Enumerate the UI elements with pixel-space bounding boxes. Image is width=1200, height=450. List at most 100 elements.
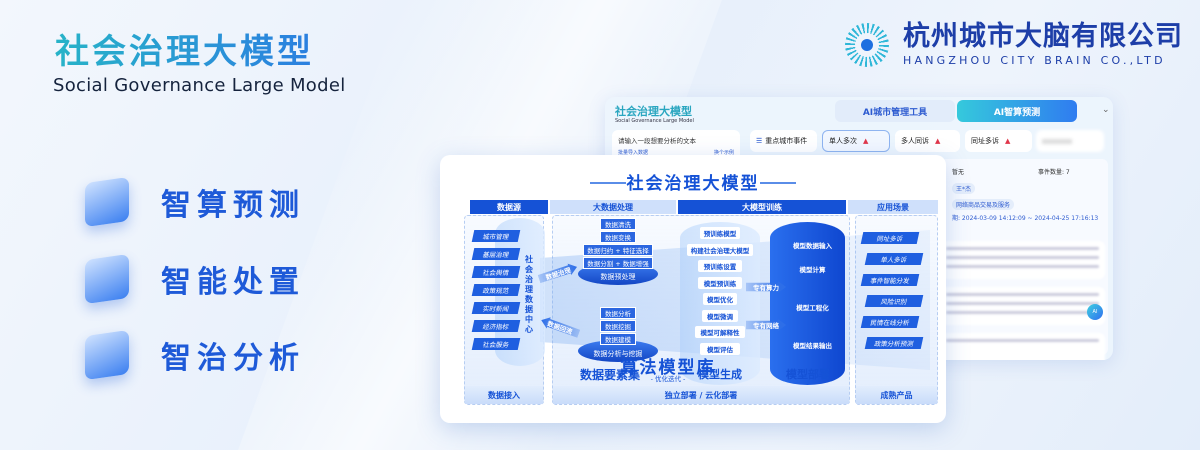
footer-label: 独立部署 / 云化部署 [553,386,849,404]
feature-label: 智算预测 [161,188,305,223]
application-item: 政策分析预测 [864,337,924,349]
training-item: 构建社会治理大模型 [687,243,753,256]
stage-big-data: 大数据处理 [550,200,676,214]
footer-label: 数据接入 [465,386,543,404]
company-name: 杭州城市大脑有限公司 [903,21,1183,52]
deploy-item: 模型工程化 [796,304,829,312]
training-item: 模型可解释性 [695,326,745,338]
application-item: 民情在线分析 [860,316,920,328]
app-title: 社会治理大模型 [615,105,692,118]
feature-item: 智能处置 [85,253,305,305]
element-set-label: 数据要素集 [580,368,641,382]
training-item: 模型预训练 [698,276,742,289]
feature-label: 智能处置 [161,265,305,300]
stage-training: 大模型训练 [678,200,846,214]
city-brain-logo-icon [845,22,889,67]
event-count: 事件数量: 7 [1038,169,1070,176]
algo-sub-label: - 优化迭代 - [650,375,686,383]
document-stack-icon [85,329,129,381]
model-gen-label: 模型生成 [698,368,742,381]
title-line [590,182,626,184]
algo-lib-label: 算法模型库 [620,357,716,378]
chip-label: 多人同诉 [901,137,929,145]
preprocess-item: 数据清洗 [600,218,636,230]
feature-item: 智算预测 [85,176,305,228]
list-icon: ☰ [756,137,763,145]
company-logo: 杭州城市大脑有限公司 HANGZHOU CITY BRAIN CO.,LTD [845,22,1183,67]
company-name-en: HANGZHOU CITY BRAIN CO.,LTD [903,54,1166,67]
deploy-item: 模型计算 [799,266,826,274]
preprocess-item: 数据变换 [600,231,636,243]
change-example-button[interactable]: 换个示例 [713,150,734,156]
chevron-down-icon[interactable]: ⌄ [1102,105,1110,115]
event-card[interactable] [940,333,1105,360]
import-data-button[interactable]: 批量导入数据 [618,150,649,156]
feature-item: 智治分析 [85,329,305,381]
shield-cube-icon [85,176,129,228]
application-item: 同址多诉 [860,232,920,244]
source-item: 政策规范 [471,284,521,296]
warning-icon: ▲ [863,137,869,145]
analysis-item: 数据挖掘 [600,320,636,332]
analysis-item: 数据分析 [600,307,636,319]
network-arrow: 专有网络 [746,319,786,331]
tab-ai-prediction[interactable]: AI智算预测 [957,100,1077,122]
chip-label: 重点城市事件 [765,137,808,145]
title-line [760,182,796,184]
architecture-diagram: 社会治理大模型 数据源 大数据处理 大模型训练 应用场景 数据接入 独立部署 /… [440,155,946,423]
app-subtitle: Social Governance Large Model [615,118,694,124]
chip-blurred[interactable] [1036,130,1104,152]
warning-icon: ▲ [1005,137,1011,145]
stage-application: 应用场景 [848,200,938,214]
diagram-title: 社会治理大模型 [626,174,760,194]
footer-label: 成熟产品 [856,386,937,404]
application-item: 事件智能分发 [860,274,920,286]
deploy-item: 模型数据输入 [793,242,832,250]
status-text: 暂无 [952,169,965,176]
source-item: 城市管理 [471,230,521,242]
chip-single-multi[interactable]: 单人多次 ▲ [822,130,890,152]
person-tag: 王*杰 [952,183,976,194]
application-item: 单人多诉 [864,253,924,265]
chip-label: 同址多诉 [971,137,999,145]
training-item: 模型优化 [703,293,737,305]
training-item: 预训练模型 [700,227,740,239]
training-item: 预训练设置 [698,260,742,272]
chip-key-events[interactable]: ☰重点城市事件 [750,130,817,152]
source-item: 基层治理 [471,248,521,260]
source-item: 社会舆情 [471,266,521,278]
category-tag: 网络商品交易及服务 [952,199,1015,210]
stage-data-source: 数据源 [470,200,548,214]
event-card[interactable] [940,241,1105,279]
input-placeholder: 请输入一段想要分析的文本 [618,137,696,145]
analysis-item: 数据建模 [600,333,636,345]
source-item: 经济指标 [471,320,521,332]
data-center-label: 社会治理数据中心 [525,255,533,334]
preprocess-item: 数据分割 + 数据增强 [583,257,653,269]
training-item: 模型微调 [702,309,738,322]
chip-multi-same[interactable]: 多人同诉 ▲ [895,130,960,152]
model-deploy-label: 模型部署 [786,368,830,381]
warning-icon: ▲ [935,137,941,145]
hero-title: 社会治理大模型 [55,24,314,73]
feature-label: 智治分析 [161,341,305,376]
analysis-disk: 数据分析与挖掘 [578,340,658,362]
tab-city-tools[interactable]: AI城市管理工具 [835,100,955,122]
event-card[interactable] [940,287,1105,325]
source-item: 社会服务 [471,338,521,350]
chip-label: 单人多次 [829,137,857,145]
preprocess-item: 数据归约 + 特征选择 [583,244,653,256]
deploy-cylinder [770,222,845,385]
source-item: 实时新闻 [471,302,521,314]
application-item: 风险识别 [864,295,924,307]
ai-assistant-button[interactable]: AI [1087,304,1103,320]
chip-same-address[interactable]: 同址多诉 ▲ [965,130,1032,152]
compute-arrow: 专有算力 [746,281,786,293]
time-range: 期: 2024-03-09 14:12:09 ~ 2024-04-25 17:1… [952,215,1099,222]
hero-subtitle: Social Governance Large Model [53,75,346,96]
training-item: 模型评估 [700,342,740,355]
app-window: 社会治理大模型 Social Governance Large Model AI… [605,97,1113,360]
column-products: 成熟产品 [855,215,938,405]
result-panel: 暂无 事件数量: 7 王*杰 网络商品交易及服务 期: 2024-03-09 1… [940,159,1108,360]
stacked-disks-icon [85,253,129,305]
